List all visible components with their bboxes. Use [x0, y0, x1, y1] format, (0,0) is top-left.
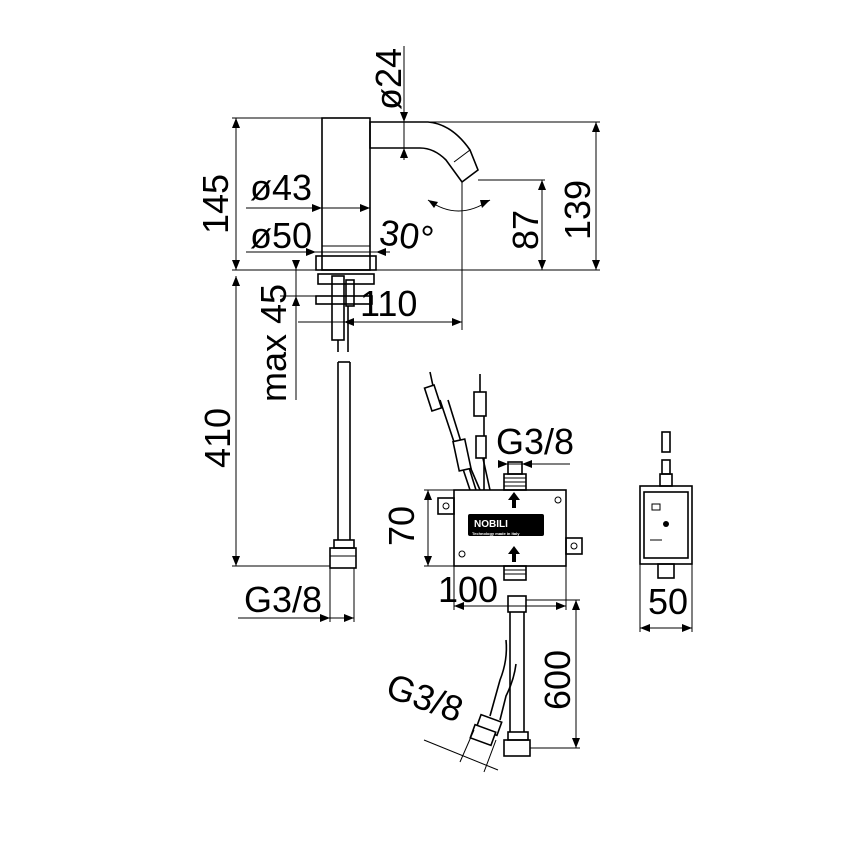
dim-tap-thread: G3/8: [244, 579, 322, 620]
dim-angle: 30°: [377, 211, 437, 259]
dim-box-depth: 50: [648, 581, 688, 622]
dim-spout-height: 139: [557, 180, 598, 240]
dim-body-diameter: ø43: [250, 167, 312, 208]
dim-outlet-height: 87: [505, 210, 546, 250]
dim-hose-thread: G3/8: [381, 665, 468, 730]
dim-box-height: 70: [381, 506, 422, 546]
logo-brand: NOBILI: [474, 519, 508, 530]
control-box-side: [639, 431, 693, 579]
dim-base-diameter: ø50: [250, 215, 312, 256]
dim-supply-hose-length: 600: [537, 650, 578, 710]
dim-total-height: 145: [195, 174, 236, 234]
dim-hose-length: 410: [197, 408, 238, 468]
sensor-cables: [423, 371, 491, 491]
dim-spout-diameter: ø24: [368, 48, 409, 110]
supply-hoses: [469, 595, 531, 757]
spout-angle-indicator: [427, 179, 545, 330]
dim-deck-thickness: max 45: [253, 284, 294, 402]
dim-box-thread: G3/8: [496, 421, 574, 462]
dim-reach: 110: [360, 283, 417, 324]
mounting-kit: [315, 273, 375, 569]
logo-tagline: Technology made in Italy: [472, 531, 520, 536]
control-box: NOBILI Technology made in Italy: [437, 461, 583, 581]
dim-box-width: 100: [438, 569, 498, 610]
